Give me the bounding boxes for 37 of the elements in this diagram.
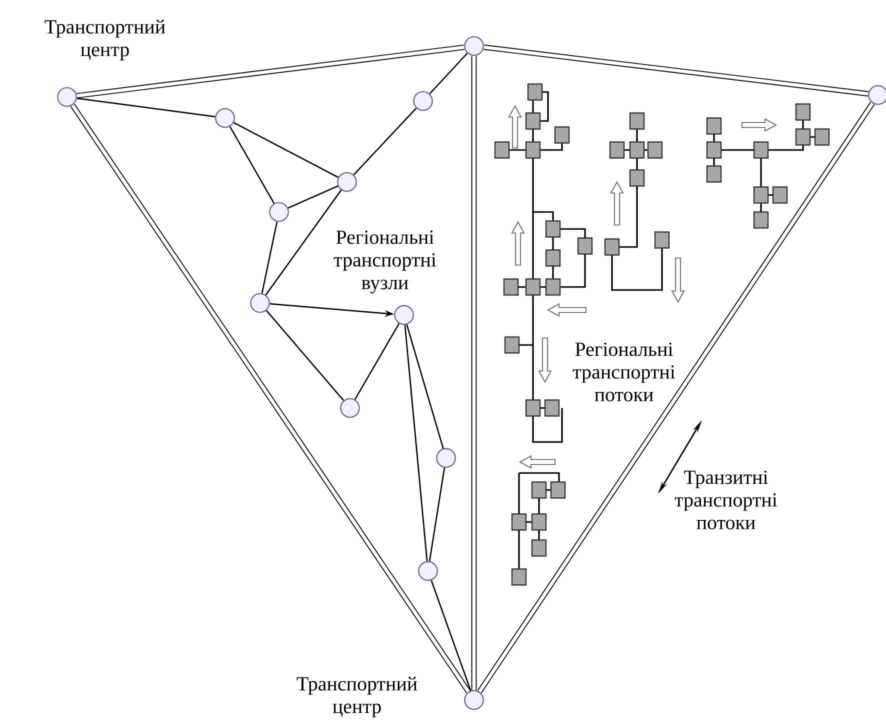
network-node bbox=[464, 36, 484, 56]
network-node bbox=[250, 293, 270, 313]
connector-line bbox=[229, 126, 275, 204]
connector-line bbox=[261, 222, 278, 294]
network-node bbox=[215, 108, 235, 128]
region-label: Регіональні транспортні вузли bbox=[334, 230, 436, 294]
transport-road bbox=[70, 104, 471, 694]
transport-road bbox=[471, 56, 477, 690]
connector-line bbox=[353, 108, 417, 176]
node-caption: Транспортний центр bbox=[44, 20, 166, 60]
network-node bbox=[464, 690, 484, 710]
network-node bbox=[413, 91, 433, 111]
connector-line bbox=[428, 468, 446, 562]
connector-line bbox=[76, 98, 216, 118]
network-node bbox=[418, 561, 438, 581]
transport-road bbox=[477, 102, 875, 694]
connector-line bbox=[234, 122, 339, 178]
network-node bbox=[337, 172, 357, 192]
network-node bbox=[57, 87, 77, 107]
network-node bbox=[340, 398, 360, 418]
connector-line bbox=[288, 185, 338, 209]
connector-line bbox=[404, 324, 428, 562]
connector-line bbox=[429, 52, 468, 94]
connector-line bbox=[430, 580, 472, 691]
network-node bbox=[436, 448, 456, 468]
region-label: Транзитні транспортні потоки bbox=[674, 470, 778, 530]
node-caption: Транспортний центр bbox=[296, 676, 418, 718]
network-node bbox=[868, 85, 886, 105]
transport-road bbox=[484, 44, 868, 96]
connector-line bbox=[354, 323, 400, 400]
connector-line bbox=[265, 190, 342, 296]
connector-line bbox=[266, 310, 344, 401]
network-node bbox=[269, 202, 289, 222]
network-node bbox=[394, 305, 414, 325]
transport-road bbox=[76, 44, 464, 98]
connector-line bbox=[406, 324, 444, 449]
region-label: Регіональні транспортні потоки bbox=[572, 342, 676, 402]
